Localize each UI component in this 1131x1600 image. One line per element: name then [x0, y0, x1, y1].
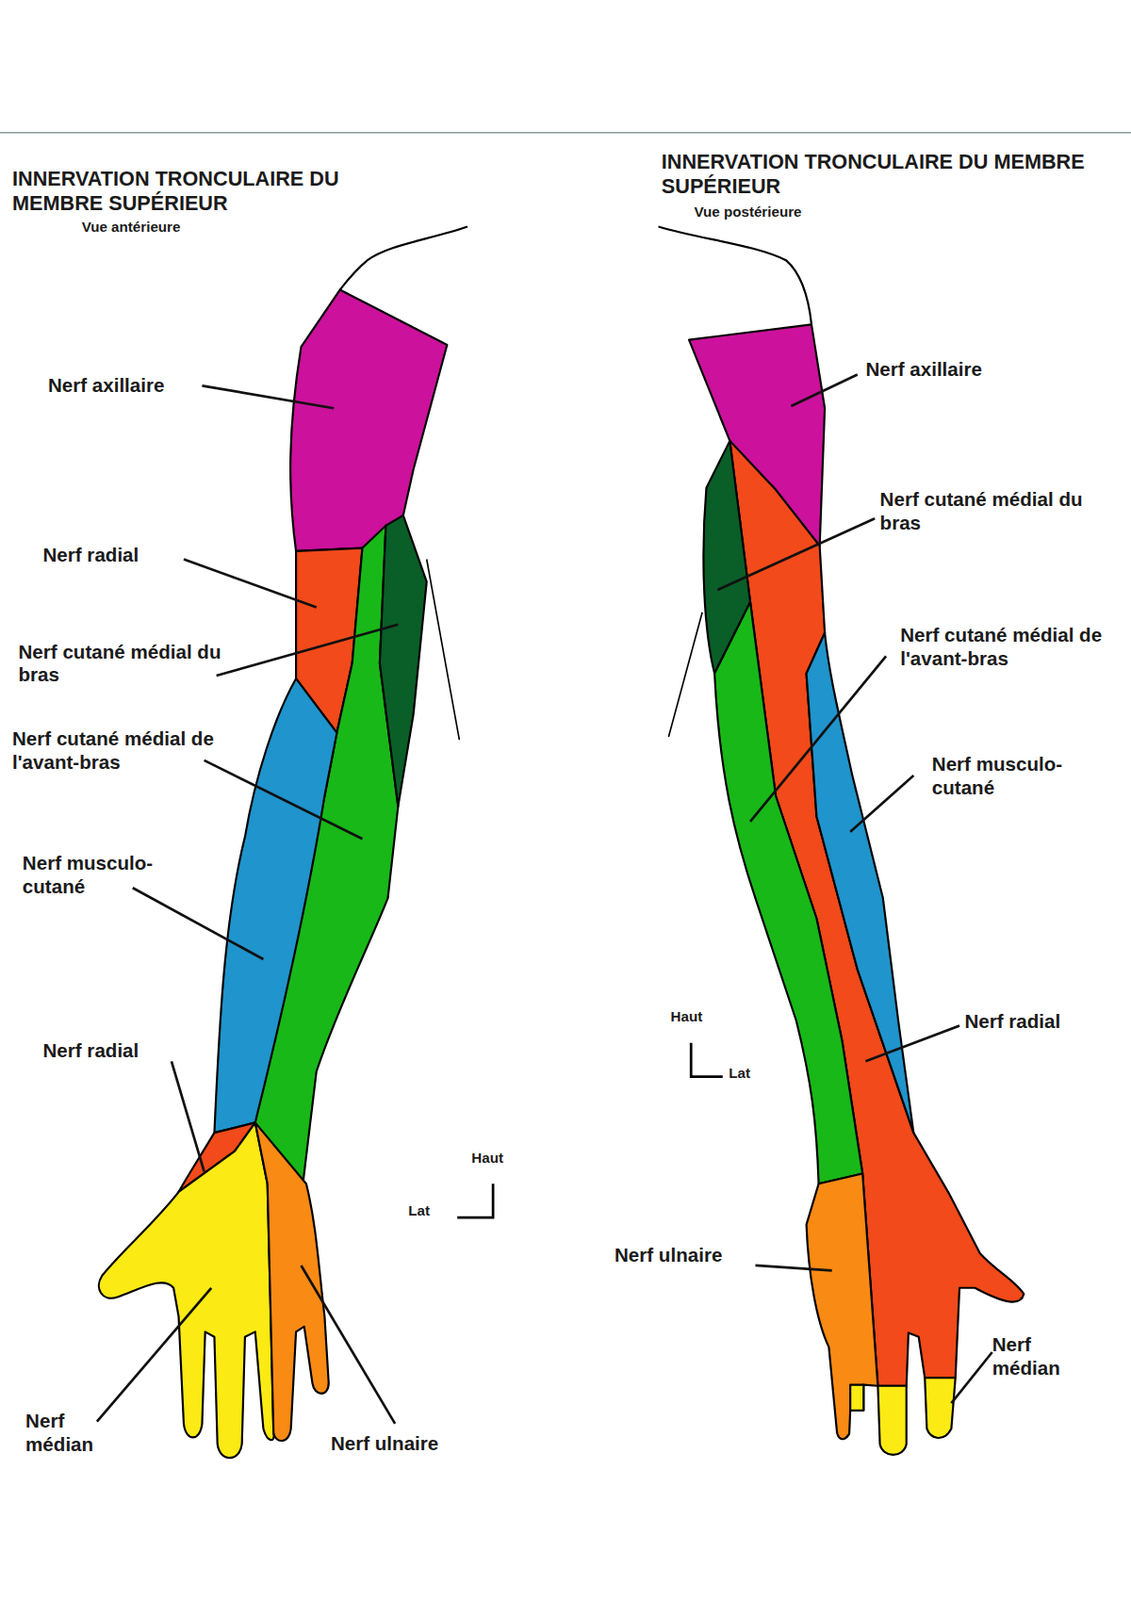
axis-label: Lat — [408, 1202, 470, 1220]
nerve-label: Nerf radial — [42, 1039, 247, 1064]
nerve-label: Nerf ulnaire — [614, 1243, 820, 1267]
rule-line — [0, 131, 1131, 134]
nerve-label: Nerf musculo-cutané — [22, 851, 197, 899]
axis-label: Haut — [471, 1148, 554, 1166]
nerve-label: Nerf cutané médial de l'avant-bras — [900, 623, 1131, 672]
nerve-label: Nerf cutané médial du bras — [17, 639, 253, 688]
axis-label: Haut — [671, 1008, 754, 1026]
nerve-label: Nerf axillaire — [865, 357, 1070, 381]
nerve-label: Nerf axillaire — [48, 373, 253, 397]
subheading: Vue antérieure — [81, 218, 287, 236]
heading: INNERVATION TRONCULAIRE DU MEMBRE SUPÉRI… — [12, 166, 380, 217]
leader-lines — [97, 374, 993, 1424]
nerve-label: Nerf médian — [25, 1409, 113, 1458]
orientation-axes — [457, 1043, 723, 1218]
anterior-arm — [98, 226, 468, 1459]
nerve-label: Nerf radial — [42, 542, 247, 567]
nerve-label: Nerf médian — [992, 1332, 1084, 1380]
nerve-label: Nerf cutané médial de l'avant-bras — [12, 726, 253, 774]
nerve-label: Nerf radial — [964, 1009, 1128, 1033]
nerve-label: Nerf musculo-cutané — [932, 752, 1106, 800]
subheading: Vue postérieure — [693, 203, 899, 221]
axis-label: Lat — [728, 1065, 790, 1082]
heading: INNERVATION TRONCULAIRE DU MEMBRE SUPÉRI… — [661, 148, 1091, 199]
posterior-arm — [658, 226, 1025, 1455]
nerve-label: Nerf cutané médial du bras — [880, 488, 1115, 536]
nerve-label: Nerf ulnaire — [330, 1431, 536, 1456]
